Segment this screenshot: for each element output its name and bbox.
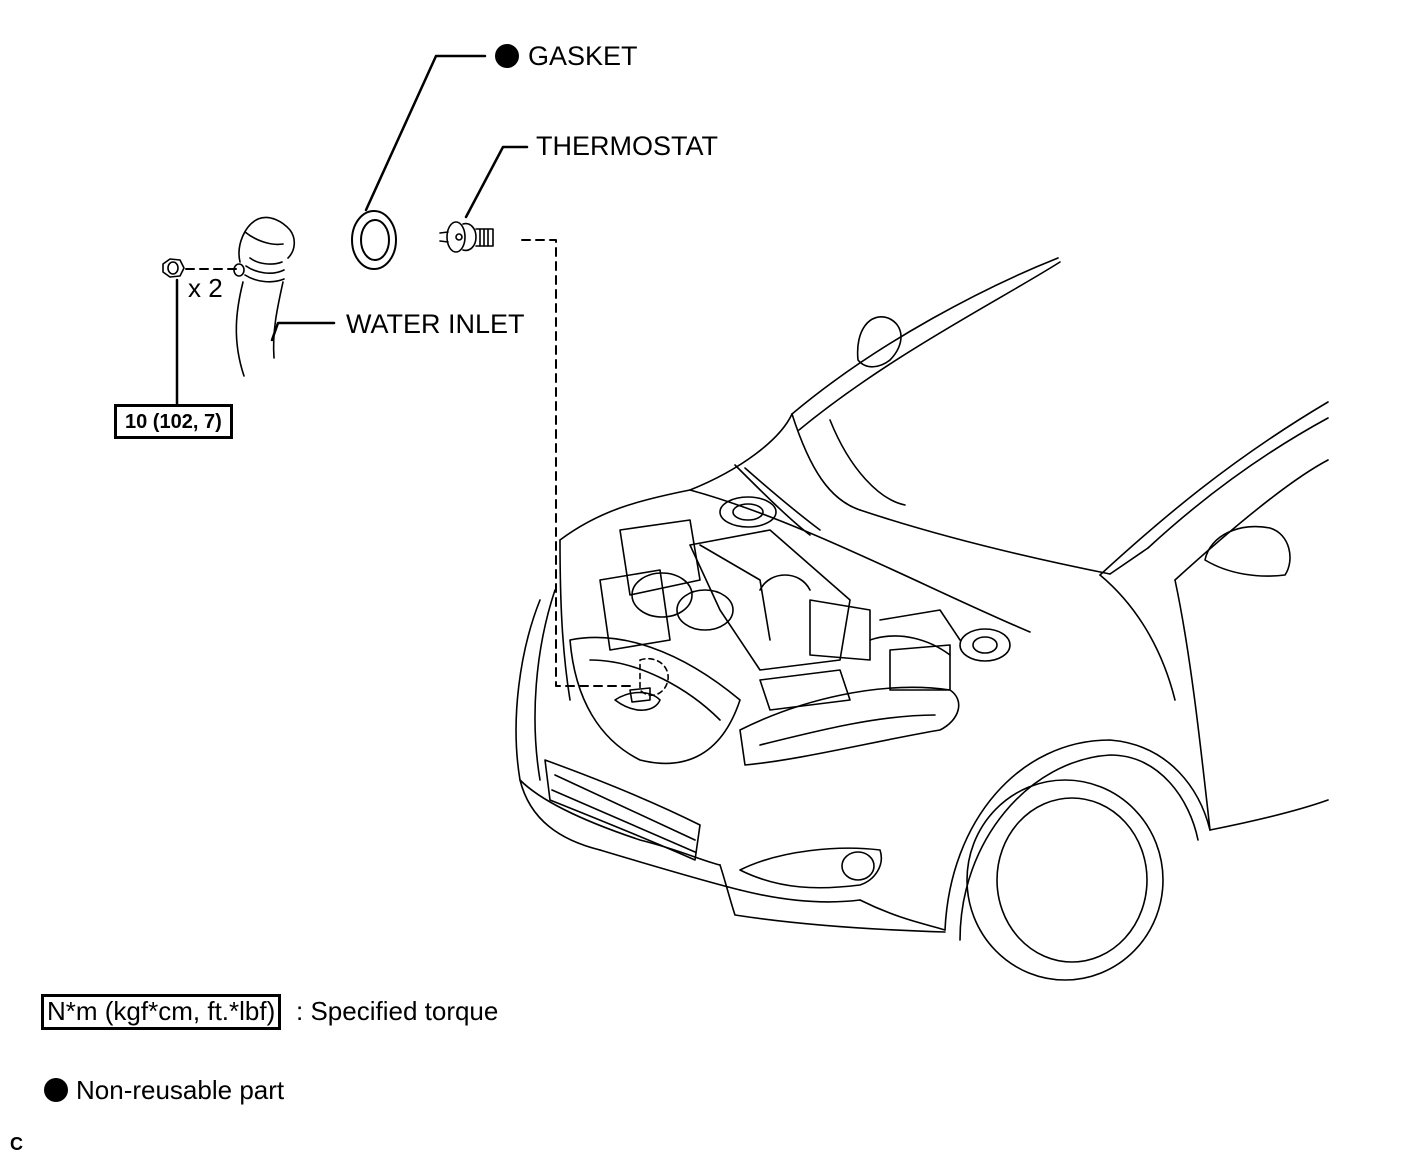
legend-nonreusable-icon xyxy=(44,1078,68,1102)
gasket-part xyxy=(351,210,397,270)
thermostat-part xyxy=(439,221,494,253)
quantity-label: x 2 xyxy=(188,273,223,303)
thermostat-location xyxy=(614,658,669,711)
water-inlet-label: WATER INLET xyxy=(346,309,525,339)
nut-part xyxy=(162,258,185,278)
thermostat-label: THERMOSTAT xyxy=(536,131,718,161)
nonreusable-marker-icon xyxy=(495,44,519,68)
gasket-label: GASKET xyxy=(528,41,638,71)
legend-torque-desc: : Specified torque xyxy=(296,996,499,1026)
dashed-guides xyxy=(185,239,635,687)
torque-spec-box: 10 (102, 7) xyxy=(114,404,233,439)
leader-lines xyxy=(175,54,529,406)
corner-mark: C xyxy=(10,1134,23,1154)
engine-block xyxy=(599,464,1011,711)
legend-torque-box: N*m (kgf*cm, ft.*lbf) xyxy=(41,994,282,1030)
water-inlet-part xyxy=(233,216,296,377)
legend-nonreusable-label: Non-reusable part xyxy=(76,1075,285,1105)
car-illustration xyxy=(515,257,1329,981)
